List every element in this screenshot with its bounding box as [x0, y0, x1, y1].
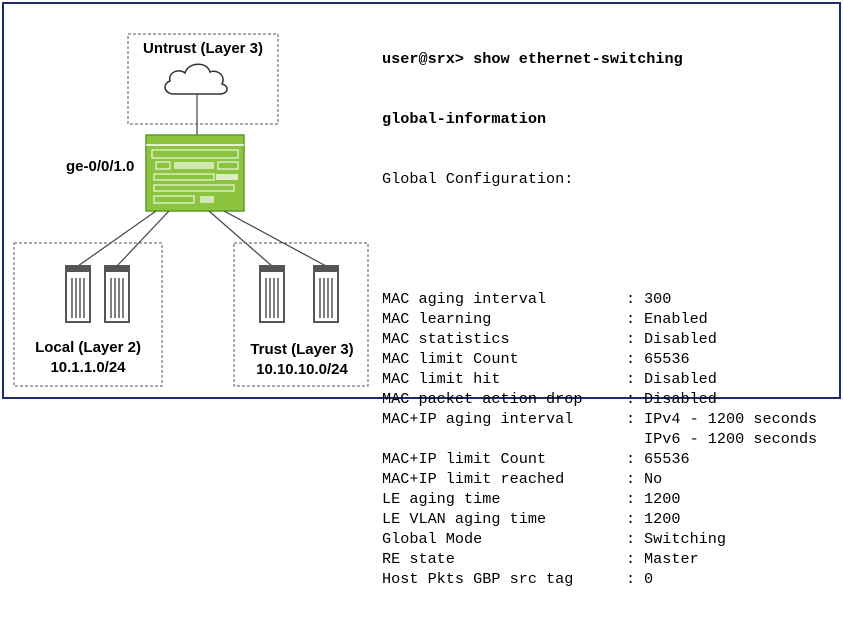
cli-row-value: Disabled — [644, 390, 717, 408]
untrust-zone-box — [127, 33, 279, 125]
switch-to-local-server-1-link — [77, 210, 157, 267]
switch-to-trust-server-1-link — [208, 210, 273, 267]
local-zone-box — [13, 242, 163, 387]
cli-row: LE aging time:1200 — [382, 489, 842, 509]
cli-row-value: 1200 — [644, 490, 681, 508]
cli-row: RE state: Master — [382, 549, 842, 569]
cli-row-key: MAC statistics — [382, 330, 510, 348]
cli-row-key: MAC limit hit — [382, 370, 501, 388]
trust-zone-subnet: 10.10.10.0/24 — [256, 361, 348, 378]
cli-row-value: IPv6 - 1200 seconds — [644, 430, 818, 448]
cli-row-separator: : — [626, 530, 636, 548]
cloud-icon — [164, 63, 228, 95]
cli-command-line-2: global-information — [382, 110, 547, 128]
cli-row: MAC packet action drop: Disabled — [382, 389, 842, 409]
cli-row-separator: : — [626, 550, 636, 568]
cli-output: user@srx> show ethernet-switching global… — [382, 9, 842, 629]
cli-row-value: No — [644, 470, 663, 488]
cli-row: Global Mode: Switching — [382, 529, 842, 549]
cli-row-key: MAC+IP limit Count — [382, 450, 547, 468]
untrust-zone-label: Untrust (Layer 3) — [143, 40, 263, 57]
cli-row: MAC limit Count:65536 — [382, 349, 842, 369]
server-icon — [104, 265, 130, 323]
cli-blank-line — [382, 229, 842, 249]
cli-row-value: 65536 — [644, 350, 690, 368]
cli-row-separator: : — [626, 350, 636, 368]
cli-row-key: MAC packet action drop — [382, 390, 583, 408]
cli-row-separator: : — [626, 290, 636, 308]
cli-row-value: Master — [644, 550, 699, 568]
cli-row-value: Disabled — [644, 370, 717, 388]
cli-row-separator: : — [626, 470, 636, 488]
cli-row-separator: : — [626, 310, 636, 328]
switch-icon — [145, 134, 245, 212]
cli-row: MAC+IP limit reached: No — [382, 469, 842, 489]
cli-row-separator: : — [626, 510, 636, 528]
cli-row: MAC limit hit: Disabled — [382, 369, 842, 389]
server-icon — [65, 265, 91, 323]
cli-row-key: Global Mode — [382, 530, 483, 548]
cli-row: LE VLAN aging time:1200 — [382, 509, 842, 529]
cli-row-value: Switching — [644, 530, 727, 548]
cli-row-separator: : — [626, 410, 636, 428]
cli-row-key: MAC+IP aging interval — [382, 410, 574, 428]
figure-frame: Untrust (Layer 3) ge-0/0/1.0 — [2, 2, 841, 588]
cli-row-separator: : — [626, 370, 636, 388]
cli-row-value: 0 — [644, 570, 654, 588]
cli-row-key: LE aging time — [382, 490, 501, 508]
cli-row: MAC learning: Enabled — [382, 309, 842, 329]
cli-row-key: MAC limit Count — [382, 350, 519, 368]
cli-row: MAC+IP aging interval: IPv4 - 1200 second… — [382, 409, 842, 429]
cli-row-separator: : — [626, 570, 636, 588]
switch-to-local-server-2-link — [116, 210, 170, 267]
network-diagram: Untrust (Layer 3) ge-0/0/1.0 — [13, 33, 369, 387]
cli-row-value: Disabled — [644, 330, 717, 348]
cli-row-value: Enabled — [644, 310, 708, 328]
server-icon — [259, 265, 285, 323]
cli-row-key: RE state — [382, 550, 455, 568]
server-icon — [313, 265, 339, 323]
switch-to-trust-server-2-link — [223, 210, 327, 267]
local-zone-subnet: 10.1.1.0/24 — [50, 359, 126, 376]
cli-command-line-1: user@srx> show ethernet-switching — [382, 50, 683, 68]
interface-label: ge-0/0/1.0 — [66, 158, 134, 175]
cli-row-separator: : — [626, 330, 636, 348]
cli-row: MAC statistics: Disabled — [382, 329, 842, 349]
cli-row-key: LE VLAN aging time — [382, 510, 547, 528]
cli-header: Global Configuration: — [382, 170, 574, 188]
cli-row-value: 65536 — [644, 450, 690, 468]
cli-row-key: MAC+IP limit reached — [382, 470, 565, 488]
cli-row-key: MAC aging interval — [382, 290, 547, 308]
cli-row: MAC aging interval:300 — [382, 289, 842, 309]
cli-row-separator: : — [626, 390, 636, 408]
cli-row: Host Pkts GBP src tag:0 — [382, 569, 842, 589]
cli-row: MAC+IP limit Count:65536 — [382, 449, 842, 469]
cli-row-key: Host Pkts GBP src tag — [382, 570, 574, 588]
trust-zone-label: Trust (Layer 3) — [250, 341, 353, 358]
cli-row-key: MAC learning — [382, 310, 492, 328]
cli-row-separator: : — [626, 490, 636, 508]
cli-row-separator: : — [626, 450, 636, 468]
cli-row: IPv6 - 1200 seconds — [382, 429, 842, 449]
cli-row-value: 300 — [644, 290, 672, 308]
local-zone-label: Local (Layer 2) — [35, 339, 141, 356]
cli-row-value: IPv4 - 1200 seconds — [644, 410, 818, 428]
trust-zone-box — [233, 242, 369, 387]
cli-row-value: 1200 — [644, 510, 681, 528]
